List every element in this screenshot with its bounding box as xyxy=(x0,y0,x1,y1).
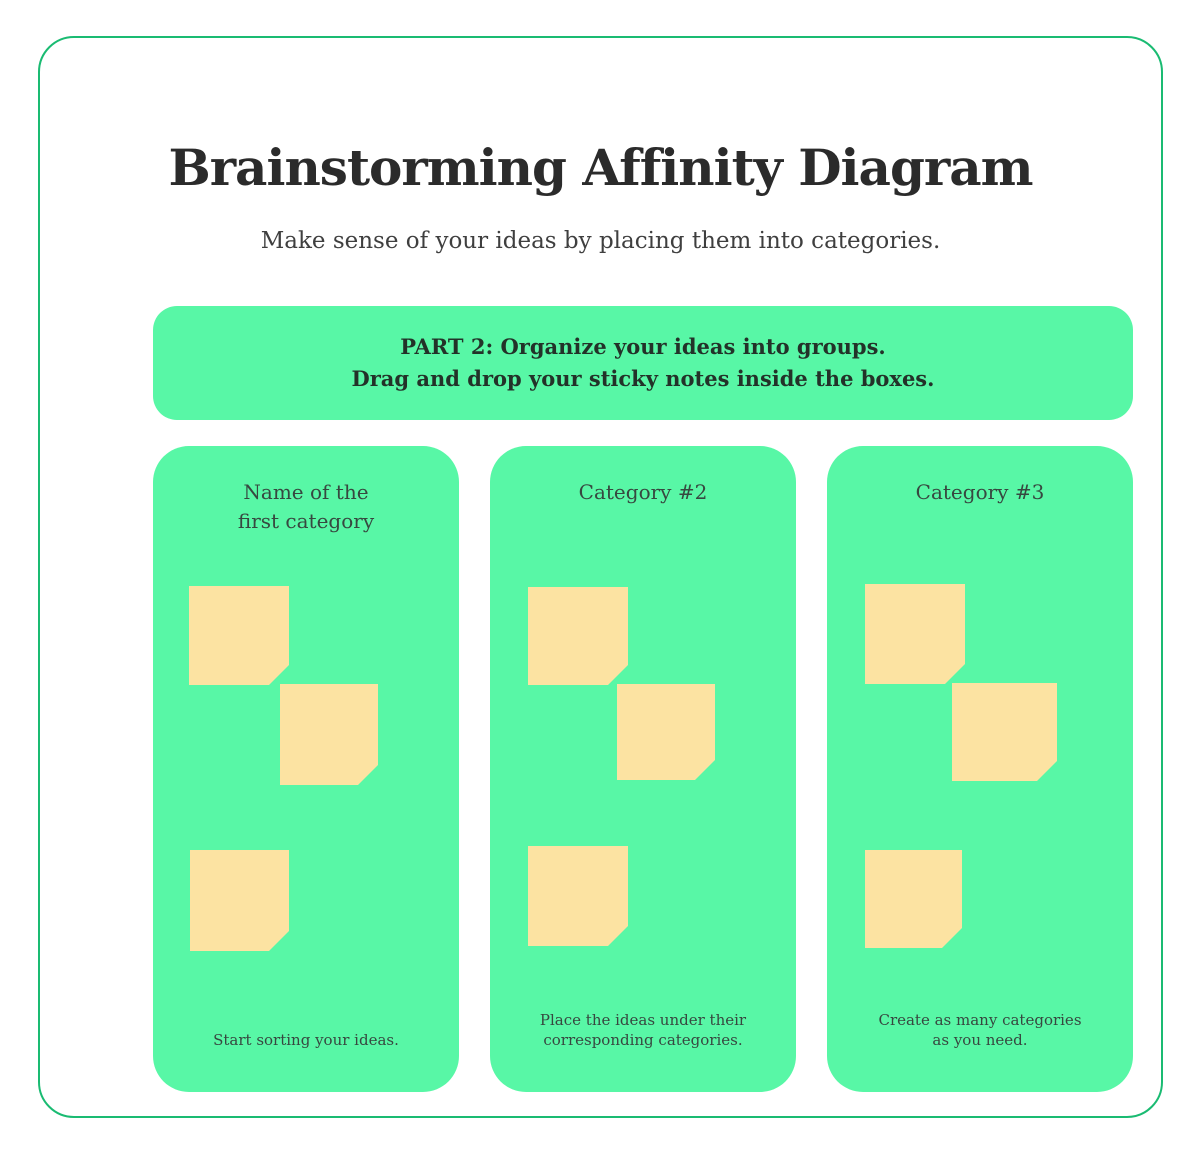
sticky-note[interactable] xyxy=(528,587,628,685)
diagram-frame: Brainstorming Affinity Diagram Make sens… xyxy=(38,36,1163,1118)
instructions-banner: PART 2: Organize your ideas into groups.… xyxy=(153,306,1133,420)
sticky-note[interactable] xyxy=(952,683,1057,781)
category-caption: Start sorting your ideas. xyxy=(213,1030,399,1049)
category-boxes-row: Name of the first category Start sorting… xyxy=(153,446,1133,1092)
category-box-1[interactable]: Name of the first category Start sorting… xyxy=(153,446,459,1092)
sticky-note[interactable] xyxy=(865,584,965,684)
category-box-3[interactable]: Category #3 Create as many categories as… xyxy=(827,446,1133,1092)
category-title: Category #2 xyxy=(578,480,708,504)
banner-line-1: PART 2: Organize your ideas into groups. xyxy=(400,333,886,359)
sticky-note[interactable] xyxy=(617,684,715,780)
category-title: Name of the first category xyxy=(237,480,375,533)
sticky-note[interactable] xyxy=(528,846,628,946)
sticky-note[interactable] xyxy=(865,850,962,948)
category-caption: Place the ideas under their correspondin… xyxy=(539,1010,747,1049)
sticky-note[interactable] xyxy=(189,586,289,685)
page-title: Brainstorming Affinity Diagram xyxy=(168,138,1033,197)
sticky-note[interactable] xyxy=(190,850,289,951)
sticky-note[interactable] xyxy=(280,684,378,785)
category-caption: Create as many categories as you need. xyxy=(878,1010,1082,1049)
page-subtitle: Make sense of your ideas by placing them… xyxy=(260,228,941,254)
category-title: Category #3 xyxy=(915,480,1045,504)
banner-line-2: Drag and drop your sticky notes inside t… xyxy=(351,366,935,391)
category-box-2[interactable]: Category #2 Place the ideas under their … xyxy=(490,446,796,1092)
